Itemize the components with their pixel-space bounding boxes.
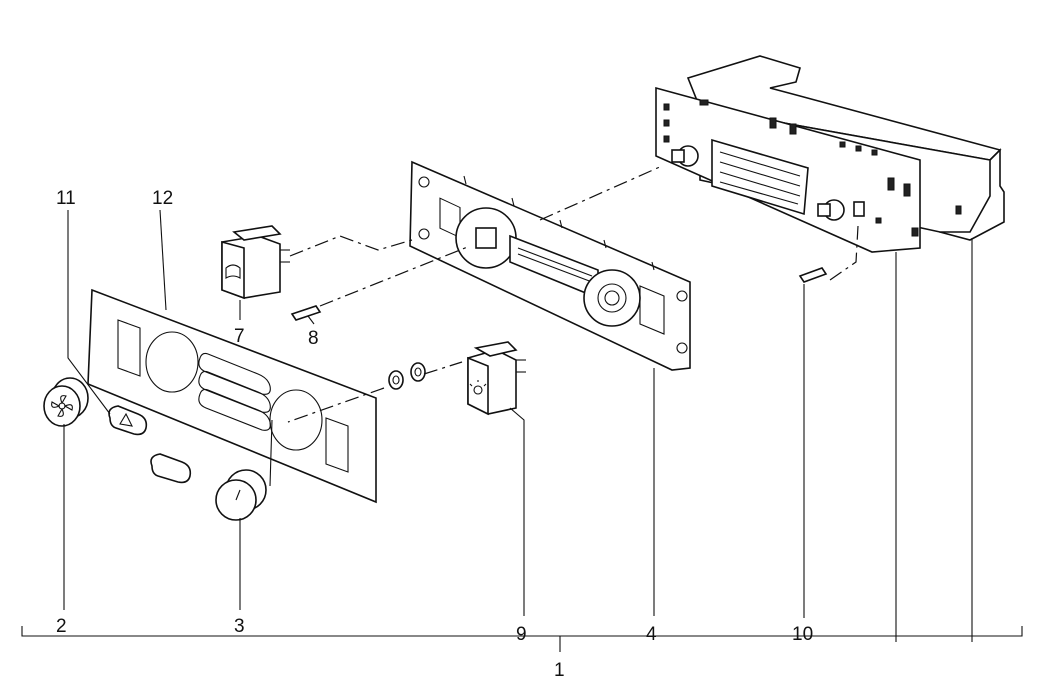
callout-8: 8	[308, 328, 319, 349]
callout-3: 3	[234, 616, 245, 637]
control-unit-housing	[655, 55, 1005, 253]
callout-12: 12	[152, 188, 173, 209]
front-trim-panel	[87, 288, 377, 504]
washers	[388, 362, 426, 390]
leader-lines	[63, 209, 973, 642]
bulb	[290, 305, 322, 321]
bezel-frame	[409, 160, 691, 371]
assembly-bracket	[21, 626, 1023, 652]
callout-1: 1	[554, 660, 565, 681]
light-switch	[467, 341, 526, 416]
rotary-knob	[215, 469, 267, 521]
callout-11: 11	[56, 188, 76, 209]
lamp-icon	[469, 380, 487, 395]
rear-defrost-switch	[221, 225, 290, 300]
fan-icon	[51, 395, 73, 417]
bulb-small	[798, 267, 828, 283]
rear-window-heater-icon	[225, 264, 241, 279]
callout-4: 4	[646, 624, 657, 645]
blank-button	[150, 453, 192, 484]
callout-2: 2	[56, 616, 67, 637]
callout-labels: 1 2 3 4 7 8 9 10 11 12	[56, 188, 813, 681]
hazard-switch	[108, 405, 148, 436]
warning-triangle-icon	[119, 412, 133, 427]
assembly-lines	[287, 165, 859, 423]
callout-10: 10	[792, 624, 813, 645]
callout-7: 7	[234, 326, 245, 347]
fan-knob	[43, 377, 89, 427]
callout-9: 9	[516, 624, 527, 645]
